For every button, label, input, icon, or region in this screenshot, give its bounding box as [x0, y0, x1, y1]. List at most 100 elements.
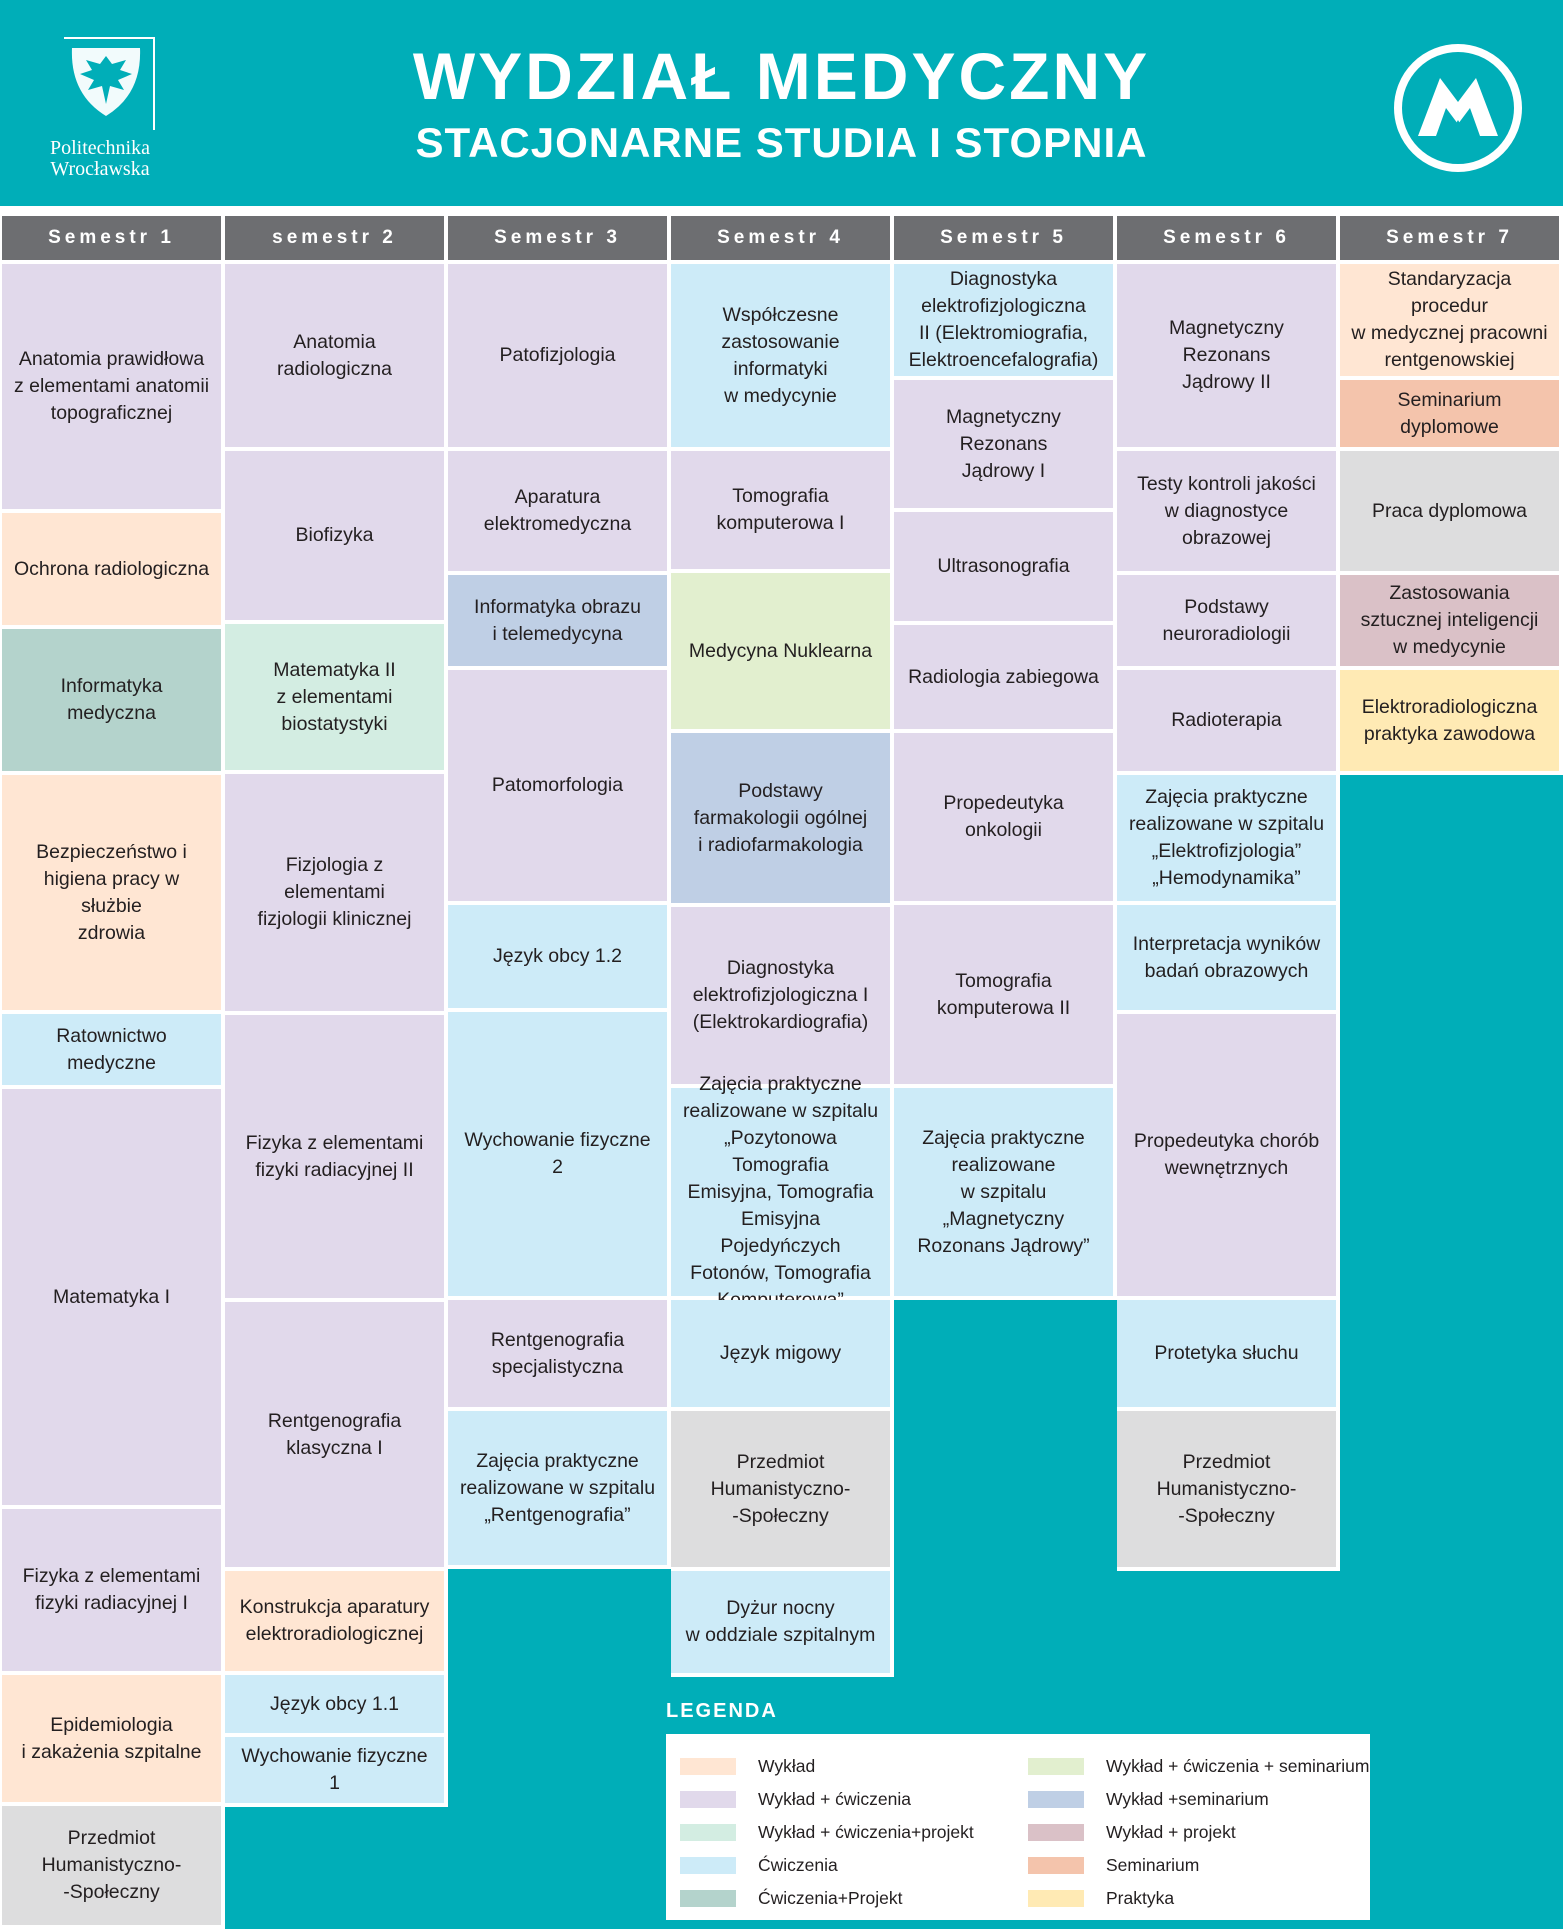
- course-cell: Anatomia radiologiczna: [225, 264, 444, 447]
- course-cell: Informatyka medyczna: [2, 629, 221, 771]
- course-cell: Matematyka II z elementami biostatystyki: [225, 624, 444, 770]
- course-cell: Przedmiot Humanistyczno- -Społeczny: [1117, 1411, 1336, 1567]
- legend-swatch: [680, 1889, 736, 1907]
- legend-item: Ćwiczenia: [680, 1851, 838, 1879]
- course-cell: Tomografia komputerowa I: [671, 451, 890, 569]
- legend-title: LEGENDA: [666, 1700, 778, 1722]
- course-cell: Biofizyka: [225, 451, 444, 620]
- course-cell: Rentgenografia specjalistyczna: [448, 1300, 667, 1407]
- page-title: WYDZIAŁ MEDYCZNY: [412, 39, 1151, 113]
- course-cell: Testy kontroli jakości w diagnostyce obr…: [1117, 451, 1336, 571]
- page-subtitle: STACJONARNE STUDIA I STOPNIA: [415, 119, 1148, 166]
- course-cell: Bezpieczeństwo i higiena pracy w służbie…: [2, 775, 221, 1010]
- legend-label: Wykład + ćwiczenia: [758, 1788, 912, 1809]
- legend-swatch: [680, 1823, 736, 1841]
- eagle-emblem-icon: [64, 37, 155, 130]
- course-cell: Matematyka I: [2, 1089, 221, 1505]
- legend-label: Wykład +seminarium: [1106, 1788, 1269, 1809]
- legend-item: Wykład + projekt: [1028, 1818, 1236, 1846]
- legend-item: Wykład + ćwiczenia + seminarium: [1028, 1752, 1369, 1780]
- course-cell: Elektroradiologiczna praktyka zawodowa: [1340, 670, 1559, 771]
- legend-item: Wykład + ćwiczenia: [680, 1785, 911, 1813]
- course-cell: Radiologia zabiegowa: [894, 625, 1113, 729]
- course-cell: Ratownictwo medyczne: [2, 1014, 221, 1085]
- course-cell: Aparatura elektromedyczna: [448, 451, 667, 571]
- header-divider: [0, 206, 1563, 212]
- legend-swatch: [1028, 1757, 1084, 1775]
- course-cell: Informatyka obrazu i telemedycyna: [448, 575, 667, 666]
- course-cell: Przedmiot Humanistyczno- -Społeczny: [671, 1411, 890, 1567]
- legend-swatch: [1028, 1790, 1084, 1808]
- course-cell: Magnetyczny Rezonans Jądrowy II: [1117, 264, 1336, 447]
- course-cell: Wychowanie fizyczne 1: [225, 1737, 444, 1803]
- legend-swatch: [680, 1757, 736, 1775]
- course-cell: Seminarium dyplomowe: [1340, 380, 1559, 447]
- course-cell: Podstawy farmakologii ogólnej i radiofar…: [671, 733, 890, 903]
- column-header-semester-7: Semestr 7: [1340, 216, 1559, 260]
- university-name: Politechnika Wrocławska: [50, 137, 150, 180]
- legend-swatch: [1028, 1856, 1084, 1874]
- course-cell: Podstawy neuroradiologii: [1117, 575, 1336, 666]
- legend-label: Seminarium: [1106, 1854, 1200, 1875]
- course-cell: Propedeutyka chorób wewnętrznych: [1117, 1014, 1336, 1296]
- course-cell: Zastosowania sztucznej inteligencji w me…: [1340, 575, 1559, 666]
- column-header-semester-4: Semestr 4: [671, 216, 890, 260]
- course-cell: Dyżur nocny w oddziale szpitalnym: [671, 1571, 890, 1673]
- legend-swatch: [1028, 1823, 1084, 1841]
- legend-label: Wykład + ćwiczenia + seminarium: [1106, 1755, 1370, 1776]
- course-cell: Propedeutyka onkologii: [894, 733, 1113, 901]
- course-cell: Język migowy: [671, 1300, 890, 1407]
- course-cell: Wychowanie fizyczne 2: [448, 1012, 667, 1296]
- course-cell: Zajęcia praktyczne realizowane w szpital…: [671, 1073, 890, 1311]
- course-cell: Tomografia komputerowa II: [894, 905, 1113, 1084]
- empty-area: [225, 1807, 448, 1929]
- course-cell: Diagnostyka elektrofizjologiczna I (Elek…: [671, 907, 890, 1084]
- course-cell: Język obcy 1.1: [225, 1675, 444, 1733]
- legend-label: Praktyka: [1106, 1887, 1175, 1908]
- legend-label: Wykład: [758, 1755, 816, 1776]
- legend-label: Ćwiczenia+Projekt: [758, 1887, 903, 1908]
- legend-label: Wykład + ćwiczenia+projekt: [758, 1821, 974, 1842]
- legend-item: Wykład: [680, 1752, 815, 1780]
- course-cell: Współczesne zastosowanie informatyki w m…: [671, 264, 890, 447]
- legend-item: Seminarium: [1028, 1851, 1199, 1879]
- legend-item: Ćwiczenia+Projekt: [680, 1884, 902, 1912]
- legend-item: Wykład +seminarium: [1028, 1785, 1269, 1813]
- legend-swatch: [680, 1856, 736, 1874]
- course-cell: Radioterapia: [1117, 670, 1336, 771]
- course-cell: Magnetyczny Rezonans Jądrowy I: [894, 380, 1113, 508]
- course-cell: Zajęcia praktyczne realizowane w szpital…: [1117, 775, 1336, 901]
- legend-item: Praktyka: [1028, 1884, 1174, 1912]
- course-cell: Zajęcia praktyczne realizowane w szpital…: [894, 1088, 1113, 1296]
- course-cell: Anatomia prawidłowa z elementami anatomi…: [2, 264, 221, 509]
- course-cell: Fizyka z elementami fizyki radiacyjnej I…: [225, 1015, 444, 1298]
- course-cell: Praca dyplomowa: [1340, 451, 1559, 571]
- column-header-semester-3: Semestr 3: [448, 216, 667, 260]
- legend-swatch: [1028, 1889, 1084, 1907]
- legend-label: Wykład + projekt: [1106, 1821, 1236, 1842]
- course-cell: Fizjologia z elementami fizjologii klini…: [225, 774, 444, 1011]
- university-logo: Politechnika Wrocławska: [30, 34, 155, 184]
- legend-label: Ćwiczenia: [758, 1854, 838, 1875]
- column-header-semester-1: Semestr 1: [2, 216, 221, 260]
- empty-area: [1340, 775, 1563, 1929]
- legend-swatch: [680, 1790, 736, 1808]
- column-header-semester-5: Semestr 5: [894, 216, 1113, 260]
- course-cell: Diagnostyka elektrofizjologiczna II (Ele…: [894, 264, 1113, 376]
- course-cell: Standaryzacja procedur w medycznej praco…: [1340, 264, 1559, 376]
- course-cell: Konstrukcja aparatury elektroradiologicz…: [225, 1571, 444, 1671]
- legend-item: Wykład + ćwiczenia+projekt: [680, 1818, 974, 1846]
- course-cell: Patomorfologia: [448, 670, 667, 901]
- course-cell: Protetyka słuchu: [1117, 1300, 1336, 1407]
- course-cell: Ultrasonografia: [894, 512, 1113, 621]
- course-cell: Język obcy 1.2: [448, 905, 667, 1008]
- empty-area: [448, 1569, 671, 1929]
- course-cell: Patofizjologia: [448, 264, 667, 447]
- faculty-logo-icon: [1394, 44, 1522, 172]
- column-header-semester-2: semestr 2: [225, 216, 444, 260]
- course-cell: Epidemiologia i zakażenia szpitalne: [2, 1675, 221, 1802]
- course-cell: Medycyna Nuklearna: [671, 573, 890, 729]
- column-header-semester-6: Semestr 6: [1117, 216, 1336, 260]
- course-cell: Fizyka z elementami fizyki radiacyjnej I: [2, 1509, 221, 1671]
